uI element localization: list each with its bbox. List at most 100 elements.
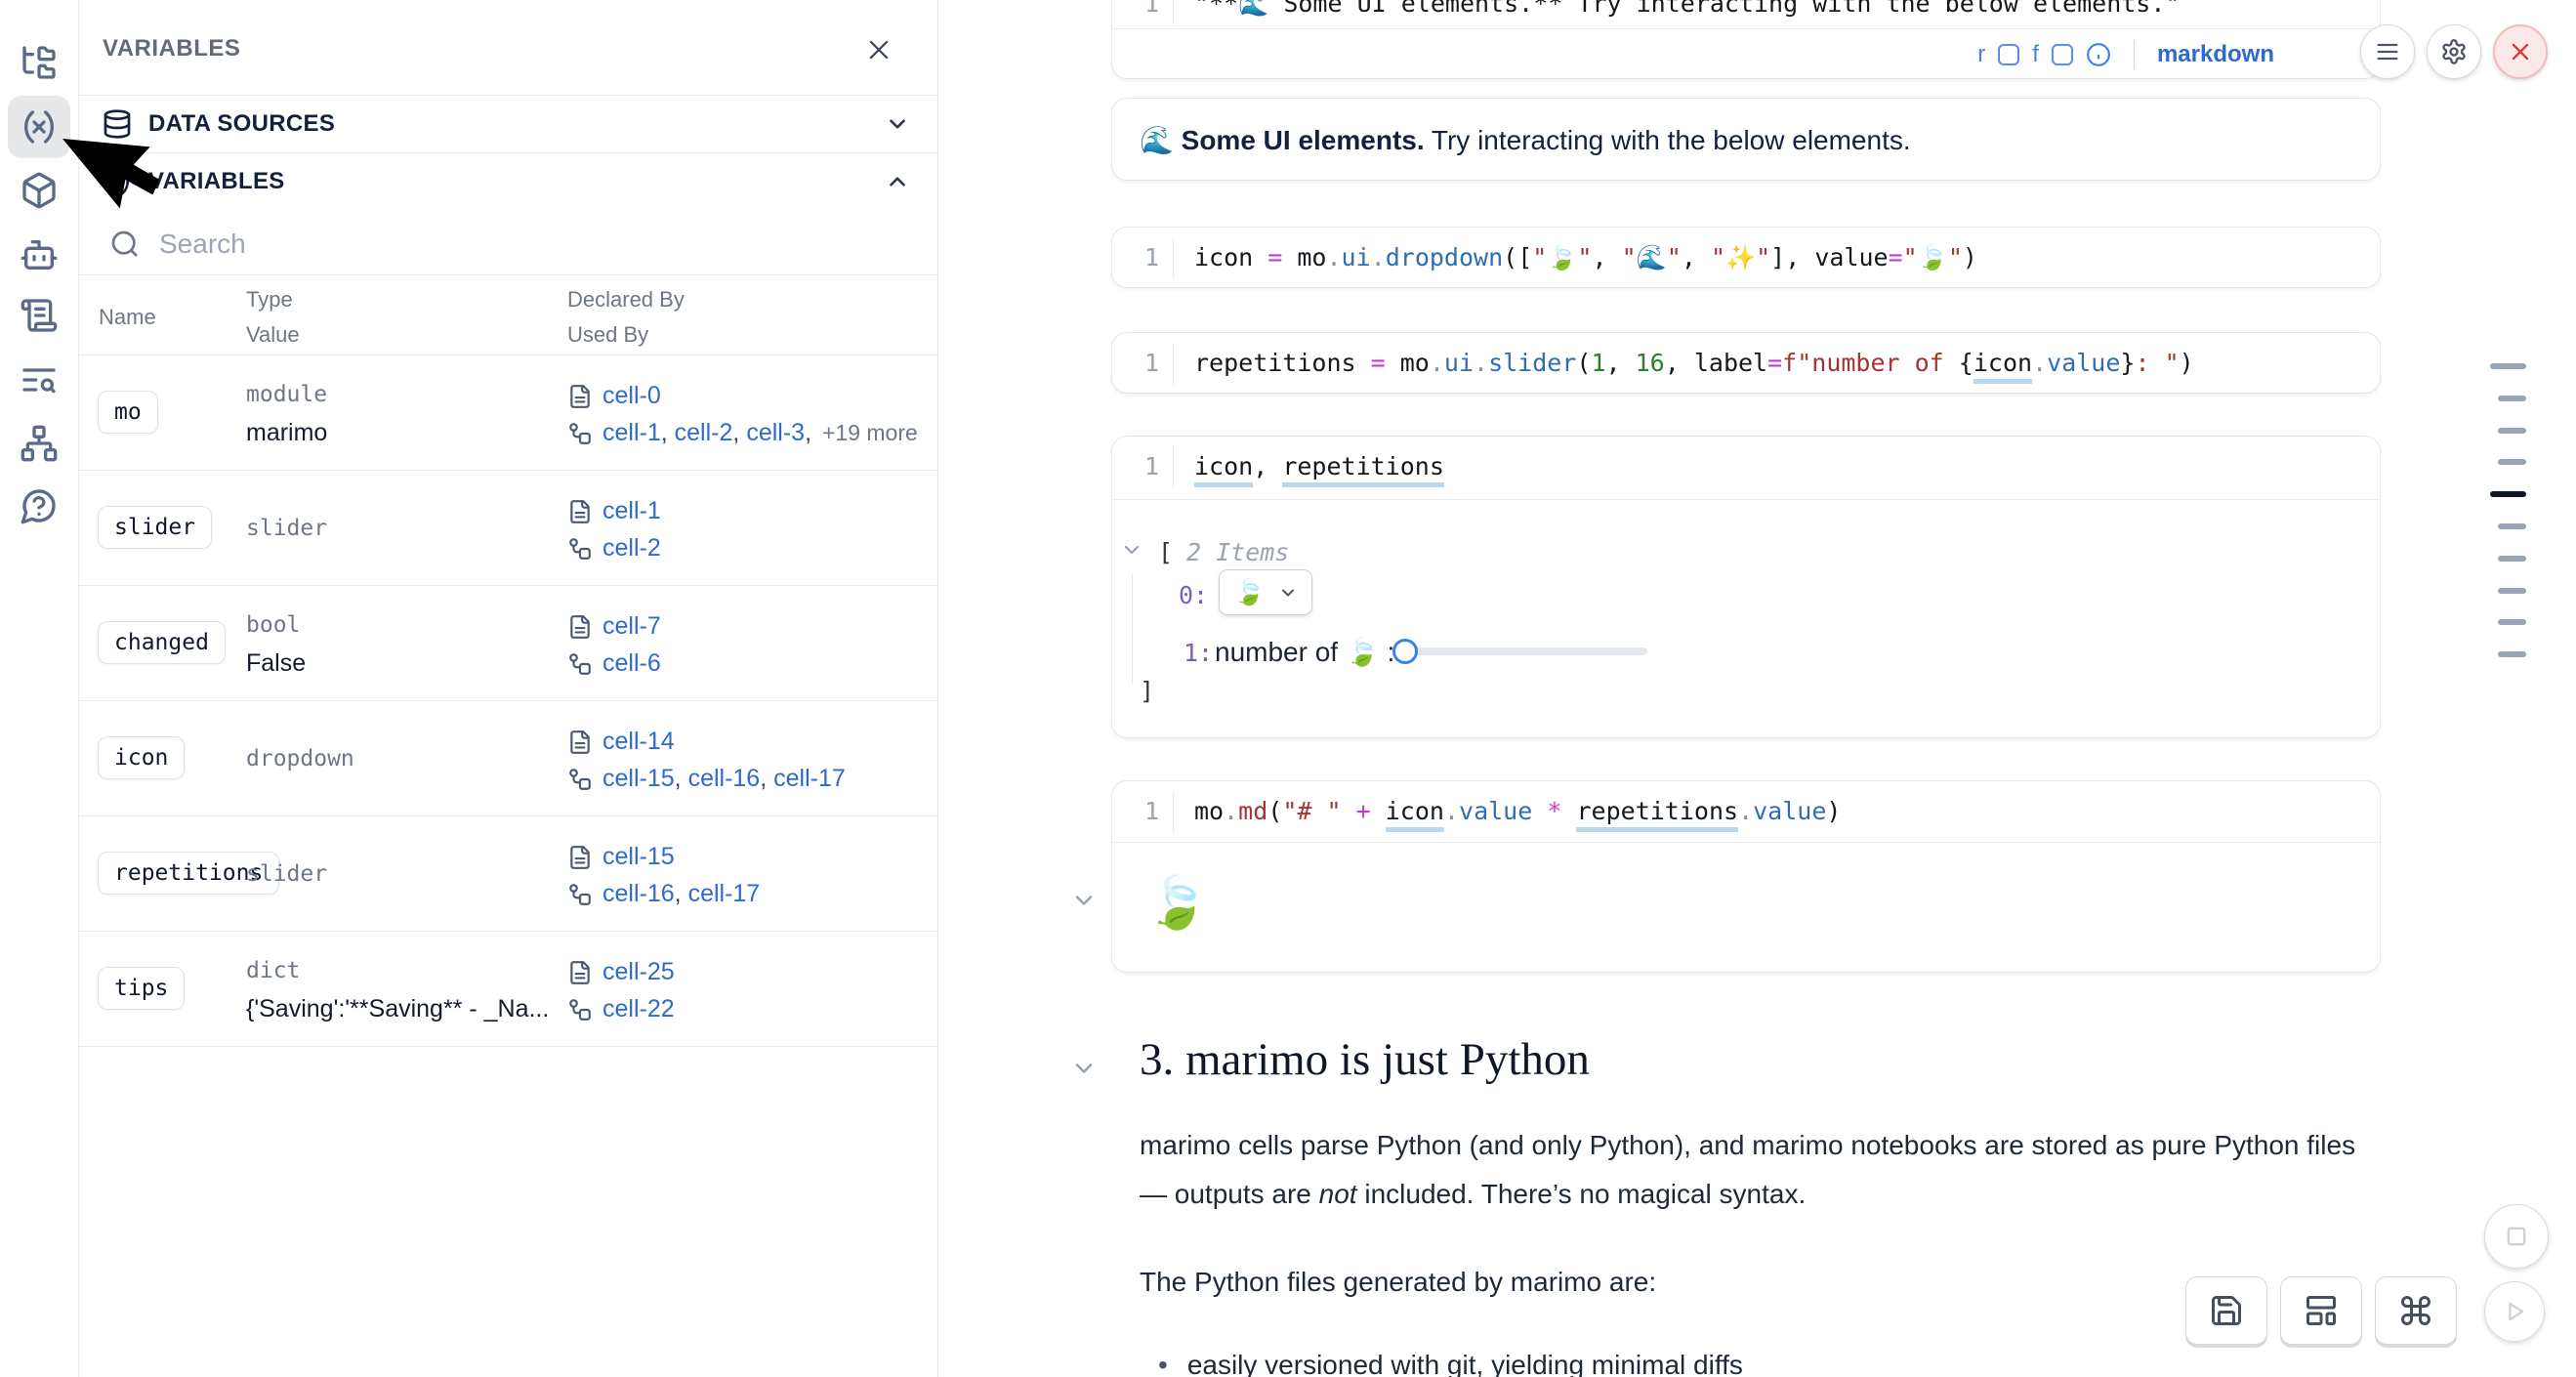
output-index-1: 1: xyxy=(1184,639,1214,667)
cell-ref-link[interactable]: cell-15 xyxy=(602,765,675,792)
packages-button[interactable] xyxy=(8,159,70,222)
cell-ref-link[interactable]: cell-1 xyxy=(602,497,661,524)
cell-editor-tuple[interactable]: 1 icon, repetitions [ 2 Items 0: 🍃 1: nu… xyxy=(1111,436,2381,738)
keyboard-shortcuts-button[interactable] xyxy=(2375,1276,2457,1345)
file-explorer-button[interactable] xyxy=(8,31,70,94)
cell-ref-link[interactable]: cell-1 xyxy=(602,419,661,446)
ai-assistant-button[interactable] xyxy=(8,224,70,286)
help-button[interactable] xyxy=(8,475,70,537)
search-input[interactable] xyxy=(159,225,843,264)
collapse-section-icon[interactable] xyxy=(1070,1055,1098,1082)
variables-search xyxy=(79,213,937,274)
divider xyxy=(79,585,937,586)
declared-by-icon xyxy=(570,960,590,984)
minimap-mark[interactable] xyxy=(2498,651,2526,657)
dependency-graph-icon xyxy=(21,425,58,462)
hamburger-menu-icon xyxy=(2377,43,2398,61)
divider xyxy=(1112,499,2380,500)
format-toggle[interactable] xyxy=(2051,44,2073,65)
save-button[interactable] xyxy=(2185,1276,2267,1345)
cell-ref-link[interactable]: cell-16 xyxy=(602,880,675,907)
minimap-mark[interactable] xyxy=(2498,523,2526,529)
divider xyxy=(79,152,937,153)
minimap-mark[interactable] xyxy=(2498,428,2526,434)
cell-ref-link[interactable]: cell-16 xyxy=(687,765,761,792)
cell-ref-link[interactable]: cell-2 xyxy=(674,419,733,446)
cell-ref-link[interactable]: cell-0 xyxy=(602,382,661,409)
info-icon[interactable] xyxy=(2086,42,2111,67)
run-button[interactable] xyxy=(2484,1281,2545,1342)
reactive-toggle[interactable] xyxy=(1998,44,2020,65)
panel-close-button[interactable] xyxy=(861,33,896,68)
line-number: 1 xyxy=(1143,349,1159,377)
cell-ref-link[interactable]: cell-2 xyxy=(602,534,661,562)
declared-by: cell-14 xyxy=(567,728,675,756)
notebook-menu-button[interactable] xyxy=(2360,24,2415,79)
cell-editor-md-heading[interactable]: 1 mo.md("# " + icon.value * repetitions.… xyxy=(1111,780,2381,973)
variable-type: slider xyxy=(246,861,328,887)
variables-panel-button[interactable] xyxy=(8,96,70,158)
gutter-divider xyxy=(1173,791,1174,834)
repetitions-slider-track[interactable] xyxy=(1395,647,1647,655)
minimap-mark[interactable] xyxy=(2498,619,2526,625)
cell-ref-link[interactable]: cell-6 xyxy=(602,649,661,677)
code-line[interactable]: mo.md("# " + icon.value * repetitions.va… xyxy=(1194,797,1841,832)
minimap-mark[interactable] xyxy=(2498,459,2526,465)
minimap-mark[interactable] xyxy=(2498,396,2526,401)
close-icon xyxy=(869,39,889,60)
cell-ref-link[interactable]: cell-3 xyxy=(746,419,806,446)
cell-ref-link[interactable]: cell-15 xyxy=(602,843,675,870)
used-by-icon xyxy=(569,537,591,560)
cell-ref-link[interactable]: cell-14 xyxy=(602,728,675,755)
reactive-toggle-label: r xyxy=(1977,41,1986,67)
collapse-output-icon[interactable] xyxy=(1120,538,1143,562)
cell-ref-link[interactable]: cell-7 xyxy=(602,612,661,640)
dependency-graph-button[interactable] xyxy=(8,412,70,475)
settings-button[interactable] xyxy=(2427,24,2481,79)
used-by: cell-1, cell-2, cell-3, +19 more xyxy=(567,419,918,447)
cell-ref-link[interactable]: cell-17 xyxy=(687,880,761,907)
minimap-mark[interactable] xyxy=(2498,588,2526,594)
snippets-button[interactable] xyxy=(8,284,70,347)
cell-ref-link[interactable]: cell-17 xyxy=(773,765,846,792)
stop-button[interactable] xyxy=(2484,1204,2549,1269)
cell-editor-repetitions-slider[interactable]: 1 repetitions = mo.ui.slider(1, 16, labe… xyxy=(1111,332,2381,394)
code-line[interactable]: icon, repetitions xyxy=(1194,452,1444,487)
more-cells-label[interactable]: +19 more xyxy=(821,420,918,445)
divider xyxy=(79,274,937,275)
bot-icon xyxy=(21,240,58,270)
divider xyxy=(79,470,937,471)
package-box-icon xyxy=(22,172,56,209)
layout-button[interactable] xyxy=(2280,1276,2362,1345)
cell-language-label[interactable]: markdown xyxy=(2156,41,2274,67)
cell-editor-markdown-intro[interactable]: 1 "**🌊 Some UI elements.** Try interacti… xyxy=(1111,0,2381,79)
log-search-icon xyxy=(22,368,56,394)
declared-by: cell-1 xyxy=(567,497,661,525)
minimap[interactable] xyxy=(2490,0,2576,1377)
variable-name-badge: changed xyxy=(98,621,226,664)
cell-editor-icon-dropdown[interactable]: 1 icon = mo.ui.dropdown(["🍃", "🌊", "✨"],… xyxy=(1111,227,2381,288)
collapse-output-icon[interactable] xyxy=(1070,887,1098,914)
logs-button[interactable] xyxy=(8,349,70,411)
cell-ref-link[interactable]: cell-22 xyxy=(602,995,675,1022)
divider xyxy=(79,700,937,701)
separator: , xyxy=(674,765,688,792)
code-line[interactable]: icon = mo.ui.dropdown(["🍃", "🌊", "✨"], v… xyxy=(1194,243,1977,271)
variable-value: {'Saving':'**Saving** - _Na... xyxy=(246,995,550,1022)
declared-by-icon xyxy=(570,384,590,408)
minimap-mark[interactable] xyxy=(2498,556,2526,562)
section-variables[interactable]: VARIABLES xyxy=(79,153,937,210)
section-data-sources[interactable]: DATA SOURCES xyxy=(79,96,937,152)
repetitions-slider-thumb[interactable] xyxy=(1392,639,1418,664)
play-icon xyxy=(2509,1302,2524,1321)
mouse-cursor xyxy=(62,139,165,219)
minimap-mark-active[interactable] xyxy=(2490,491,2526,497)
cell-ref-link[interactable]: cell-25 xyxy=(602,958,675,985)
code-line[interactable]: "**🌊 Some UI elements.** Try interacting… xyxy=(1194,0,2181,18)
shutdown-button[interactable] xyxy=(2493,24,2548,79)
minimap-mark[interactable] xyxy=(2490,363,2526,369)
variables-icon xyxy=(24,110,54,144)
icon-dropdown-select[interactable]: 🍃 xyxy=(1219,569,1312,615)
variable-type: module xyxy=(246,382,328,407)
code-line[interactable]: repetitions = mo.ui.slider(1, 16, label=… xyxy=(1194,349,2194,384)
